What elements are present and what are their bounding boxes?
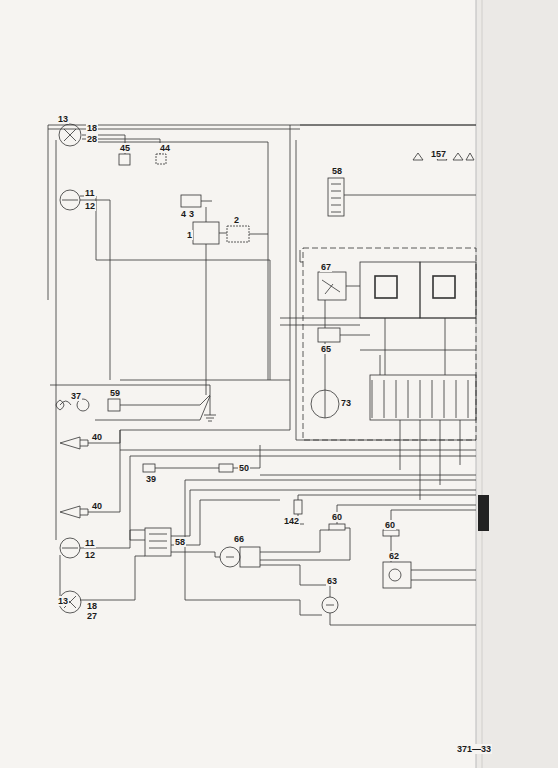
callout-number: 18 [86,123,98,133]
callout-number: 3 [188,209,195,219]
callout-number: 1 [186,230,193,240]
callout-number: 40 [91,501,103,511]
callout-number: 58 [174,537,186,547]
callout-number: 45 [119,143,131,153]
callout-number: 157 [430,149,447,159]
callout-number: 58 [331,166,343,176]
callout-number: 2 [233,215,240,225]
callout-number: 63 [326,576,338,586]
page-number: 371—33 [456,744,492,754]
callout-number: 11 [84,188,96,198]
callout-number: 50 [238,463,250,473]
callout-number: 142 [283,516,300,526]
callout-number: 39 [145,474,157,484]
callout-number: 59 [109,388,121,398]
callout-number: 4 [180,209,187,219]
callout-number: 11 [84,538,96,548]
callout-number: 28 [86,134,98,144]
callout-number: 12 [84,550,96,560]
callout-number: 73 [340,398,352,408]
callout-number: 60 [384,520,396,530]
callout-number: 12 [84,201,96,211]
callout-number: 18 [86,601,98,611]
callout-number: 40 [91,432,103,442]
callout-number: 62 [388,551,400,561]
callout-number: 27 [86,611,98,621]
callout-number: 44 [159,143,171,153]
callout-number: 60 [331,512,343,522]
callout-number: 66 [233,534,245,544]
callout-number: 37 [70,391,82,401]
callout-number: 65 [320,344,332,354]
callout-number: 67 [320,262,332,272]
callout-number: 13 [57,596,69,606]
callout-number: 13 [57,114,69,124]
